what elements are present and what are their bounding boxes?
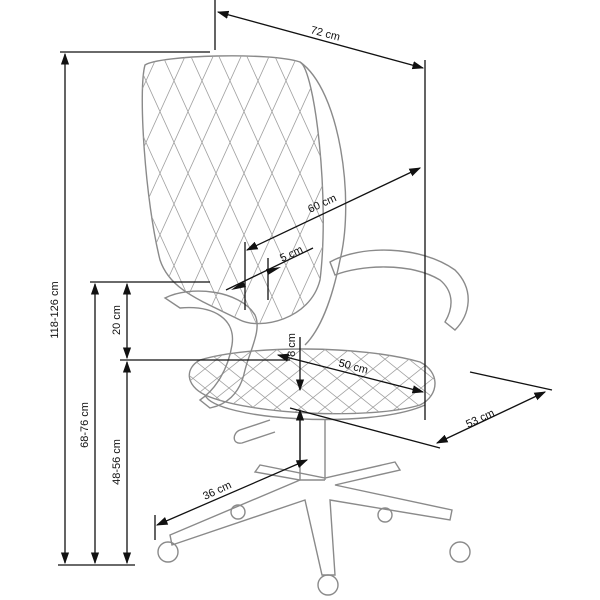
seat bbox=[188, 348, 436, 415]
dim-seat-depth bbox=[435, 391, 547, 444]
dimension-labels: 72 cm 60 cm 5 cm 118-126 cm 68-76 cm 48-… bbox=[49, 24, 496, 502]
backrest bbox=[141, 55, 324, 325]
dim-seat-width bbox=[276, 353, 425, 394]
label-armrest-height: 68-76 cm bbox=[79, 402, 91, 448]
casters bbox=[157, 504, 471, 596]
label-arm-above-seat: 20 cm bbox=[111, 305, 123, 335]
tilt-lever bbox=[233, 419, 276, 444]
backrest-quilting bbox=[142, 55, 324, 324]
label-seat-thickness: 8 cm bbox=[286, 333, 298, 357]
label-seat-height: 48-56 cm bbox=[111, 439, 123, 485]
label-seat-depth: 53 cm bbox=[464, 407, 496, 431]
right-armrest bbox=[329, 249, 469, 331]
dim-width bbox=[216, 10, 425, 70]
gas-lift bbox=[299, 420, 326, 481]
label-total-height: 118-126 cm bbox=[49, 281, 61, 338]
label-armrest-offset: 5 cm bbox=[278, 244, 305, 265]
chair-drawing bbox=[141, 55, 471, 596]
dim-base-radius bbox=[155, 459, 309, 526]
dim-back-depth bbox=[245, 167, 422, 251]
left-armrest bbox=[163, 290, 258, 409]
seat-front bbox=[204, 394, 426, 421]
dimension-lines bbox=[58, 0, 553, 566]
base-star bbox=[169, 461, 453, 576]
